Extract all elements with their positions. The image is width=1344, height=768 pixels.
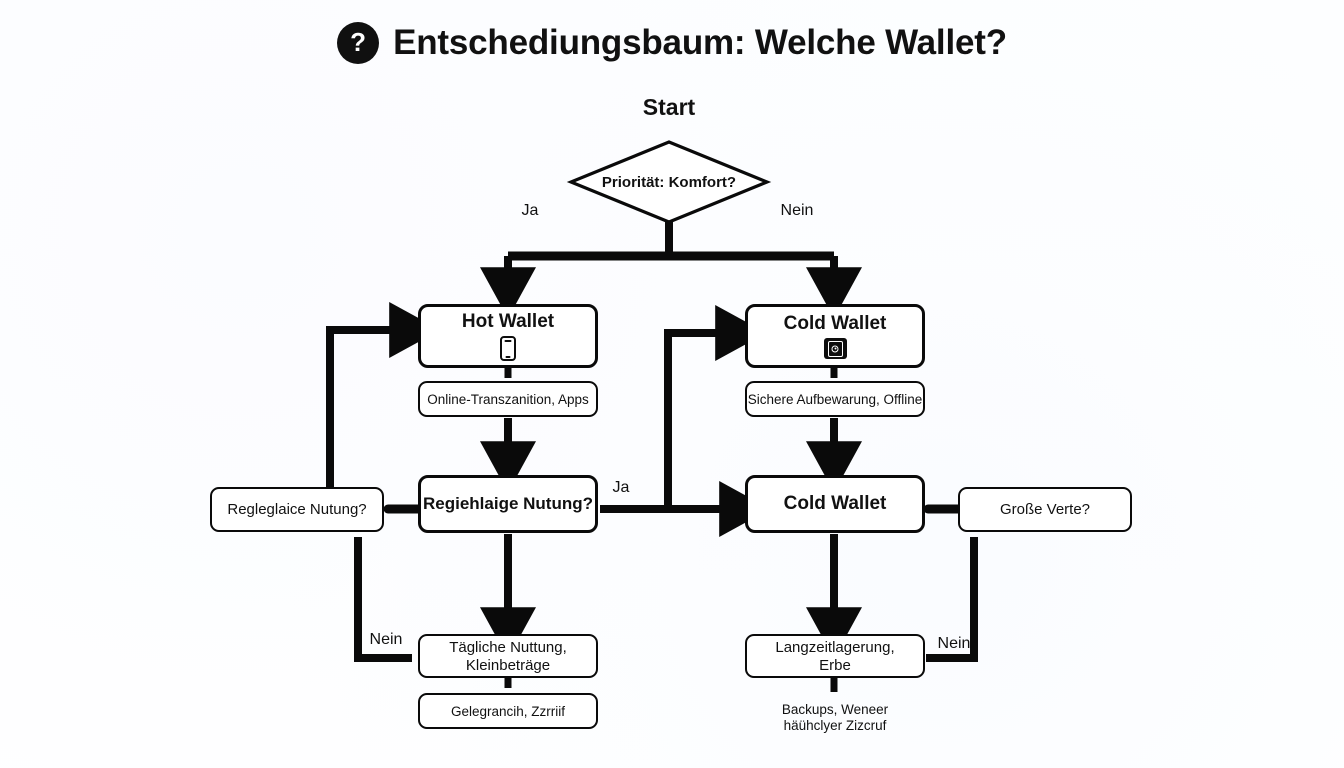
node-long-term-storage: Langzeitlagerung, Erbe	[745, 634, 925, 678]
edge-label-root-no: Nein	[780, 202, 814, 219]
node-long-term-description-line-2: häühclyer Zizcruf	[783, 717, 887, 733]
node-daily-use-line-2: Kleinbeträge	[465, 656, 551, 674]
root-question-label: Priorität: Komfort?	[601, 173, 737, 191]
smartphone-icon	[500, 336, 516, 361]
node-long-term-description-line-1: Backups, Weneer	[781, 701, 889, 717]
edge-label-right-no: Nein	[937, 635, 971, 652]
page-title: ? Entschediungsbaum: Welche Wallet?	[0, 22, 1344, 64]
node-long-term-line-2: Erbe	[819, 656, 851, 674]
safe-vault-icon	[823, 338, 847, 359]
node-left-question[interactable]: Regleglaice Nutung?	[210, 487, 384, 532]
edge-label-mid-yes: Ja	[612, 479, 630, 496]
node-daily-use-line-1: Tägliche Nuttung,	[449, 638, 567, 656]
node-hot-wallet-title: Hot Wallet	[461, 311, 555, 332]
node-hot-wallet-description: Online-Transzanition, Apps	[418, 381, 598, 417]
edge-label-root-yes: Ja	[521, 202, 539, 219]
node-hot-wallet[interactable]: Hot Wallet	[418, 304, 598, 368]
page-title-text: Entschediungsbaum: Welche Wallet?	[393, 23, 1007, 62]
edge-label-left-no: Nein	[369, 631, 403, 648]
root-decision-diamond	[566, 140, 772, 224]
node-right-question[interactable]: Große Verte?	[958, 487, 1132, 532]
node-long-term-line-1: Langzeitlagerung,	[775, 638, 895, 656]
node-mid-question[interactable]: Regiehlaige Nutung?	[418, 475, 598, 533]
node-daily-use-description: Gelegrancih, Zzrriif	[418, 693, 598, 729]
question-mark-circle-icon: ?	[337, 22, 380, 64]
node-cold-wallet-top-title: Cold Wallet	[783, 313, 887, 334]
node-long-term-description: Backups, Weneer häühclyer Zizcruf	[745, 697, 925, 737]
node-daily-use: Tägliche Nuttung, Kleinbeträge	[418, 634, 598, 678]
node-cold-wallet-result[interactable]: Cold Wallet	[745, 475, 925, 533]
node-cold-wallet-top[interactable]: Cold Wallet	[745, 304, 925, 368]
start-label: Start	[642, 93, 696, 120]
node-cold-wallet-top-description: Sichere Aufbewarung, Offline	[745, 381, 925, 417]
